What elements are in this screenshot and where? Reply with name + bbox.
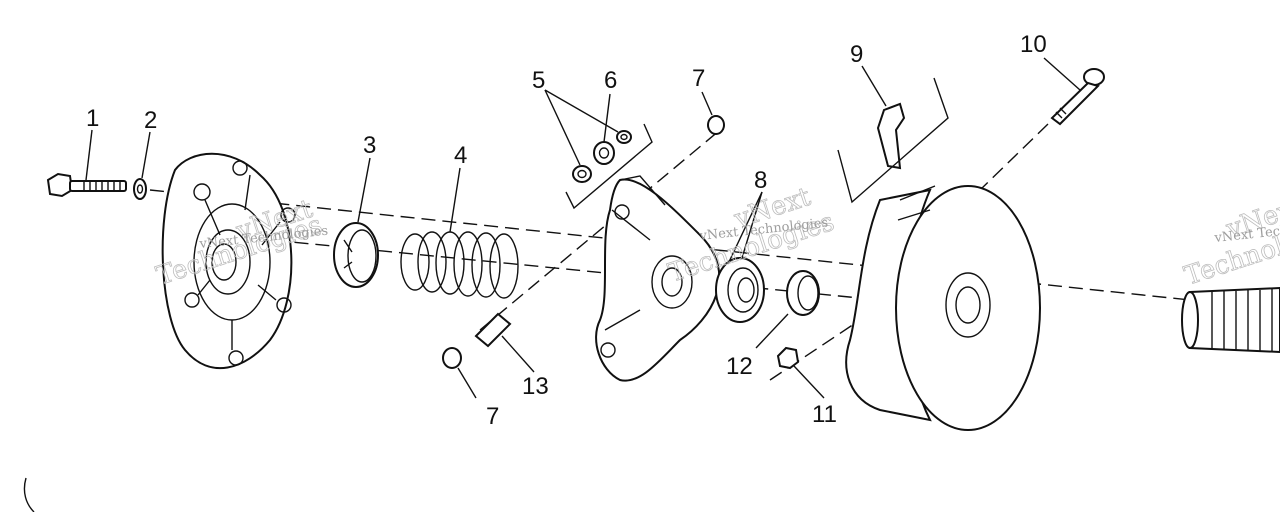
- rivet-part-11: [776, 346, 800, 370]
- callout-1: 1: [86, 105, 99, 132]
- spring-part-4: [400, 231, 519, 299]
- callout-8: 8: [754, 167, 767, 194]
- secondary-axis-line: [189, 231, 901, 303]
- leader-line-3: [357, 157, 371, 223]
- leader-line-9: [861, 65, 887, 107]
- leader-line-11: [793, 365, 825, 399]
- washer-small-part-5b: [616, 130, 632, 144]
- roller-part-8: [715, 257, 765, 323]
- edge-mark: [23, 477, 35, 512]
- washer-part-2: [133, 178, 147, 200]
- callout-11: 11: [812, 401, 837, 428]
- callout-7-bottom: 7: [486, 403, 499, 430]
- callout-7-top: 7: [692, 65, 705, 92]
- callout-3: 3: [363, 132, 376, 159]
- leader-line-12: [755, 313, 789, 349]
- leader-line-1: [85, 129, 93, 181]
- callout-2: 2: [144, 107, 157, 134]
- shaft: [1181, 286, 1280, 354]
- bolt-10-axis: [979, 123, 1049, 191]
- leader-line-2: [141, 131, 151, 179]
- cap-part-7-top: [707, 115, 725, 135]
- leader-line-8a: [741, 191, 763, 259]
- leader-line-8b: [727, 191, 763, 265]
- callout-4: 4: [454, 142, 467, 169]
- spider-assembly: [595, 175, 721, 382]
- spacer-ring-part-3: [333, 222, 379, 288]
- leader-line-4: [449, 167, 461, 233]
- parts-box-9: [837, 77, 949, 204]
- leader-line-5b: [544, 89, 619, 133]
- bushing-part-6: [593, 141, 615, 165]
- leader-line-10: [1043, 57, 1081, 91]
- leader-line-6: [603, 93, 611, 143]
- weight-arm-part-9: [876, 102, 906, 170]
- callout-5: 5: [532, 67, 545, 94]
- leader-line-13: [501, 335, 535, 373]
- pin-part-13: [474, 312, 512, 348]
- callout-9: 9: [850, 41, 863, 68]
- callout-10: 10: [1020, 31, 1047, 58]
- cover-plate: [161, 152, 296, 369]
- parts-box-5-6: [565, 123, 653, 210]
- bolt-part-1: [46, 172, 127, 198]
- leader-line-7-top: [701, 91, 713, 116]
- callout-6: 6: [604, 67, 617, 94]
- callout-12: 12: [726, 353, 753, 380]
- nut-part-5: [572, 165, 592, 183]
- leader-line-5a: [544, 89, 581, 166]
- leader-line-7-bottom: [457, 367, 477, 399]
- cap-part-7-bottom: [442, 347, 462, 369]
- drive-sheave: [845, 185, 1041, 431]
- bushing-part-12: [786, 270, 820, 316]
- pin-axis-line: [479, 129, 721, 331]
- callout-13: 13: [522, 373, 549, 400]
- long-bolt-part-10: [1050, 68, 1105, 126]
